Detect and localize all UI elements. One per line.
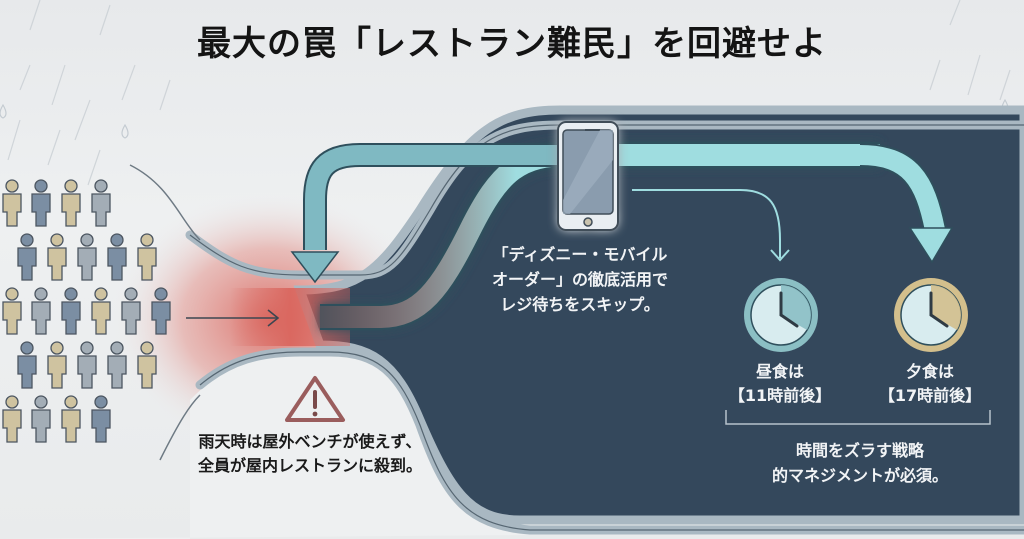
mobile-order-line: 「ディズニー・モバイル bbox=[492, 245, 668, 264]
time-bracket bbox=[725, 410, 991, 425]
mobile-order-line: レジ待ちをスキップ。 bbox=[500, 295, 660, 314]
dinner-caption: 夕食は 【17時前後】 bbox=[870, 360, 990, 408]
smartphone-icon bbox=[557, 121, 619, 231]
dinner-line: 夕食は bbox=[905, 362, 954, 381]
mobile-order-caption: 「ディズニー・モバイル オーダー」の徹底活用で レジ待ちをスキップ。 bbox=[460, 242, 700, 317]
warning-line: 雨天時は屋外ベンチが使えず、 bbox=[198, 432, 422, 451]
warning-caption: 雨天時は屋外ベンチが使えず、 全員が屋内レストランに殺到。 bbox=[170, 430, 450, 478]
lunch-line: 昼食は bbox=[755, 362, 804, 381]
page-title: 最大の罠「レストラン難民」を回避せよ bbox=[197, 24, 827, 64]
lunch-line: 【11時前後】 bbox=[728, 386, 832, 405]
warning-triangle-icon bbox=[285, 376, 345, 422]
strategy-caption: 時間をズラす戦略 的マネジメントが必須。 bbox=[720, 438, 1000, 488]
dinner-line: 【17時前後】 bbox=[878, 386, 982, 405]
strategy-line: 的マネジメントが必須。 bbox=[771, 466, 948, 485]
lower-light-area bbox=[0, 350, 530, 539]
dinner-clock-icon bbox=[894, 278, 968, 352]
strategy-line: 時間をズラす戦略 bbox=[795, 441, 924, 460]
lunch-clock-icon bbox=[744, 278, 818, 352]
crowd-icon bbox=[2, 179, 171, 443]
mobile-order-line: オーダー」の徹底活用で bbox=[491, 270, 668, 289]
entrance-arrow-icon bbox=[186, 309, 280, 327]
rain-streaks bbox=[7, 0, 1011, 186]
lunch-caption: 昼食は 【11時前後】 bbox=[720, 360, 840, 408]
warning-line: 全員が屋内レストランに殺到。 bbox=[197, 456, 422, 475]
lunch-arrow bbox=[632, 189, 781, 258]
